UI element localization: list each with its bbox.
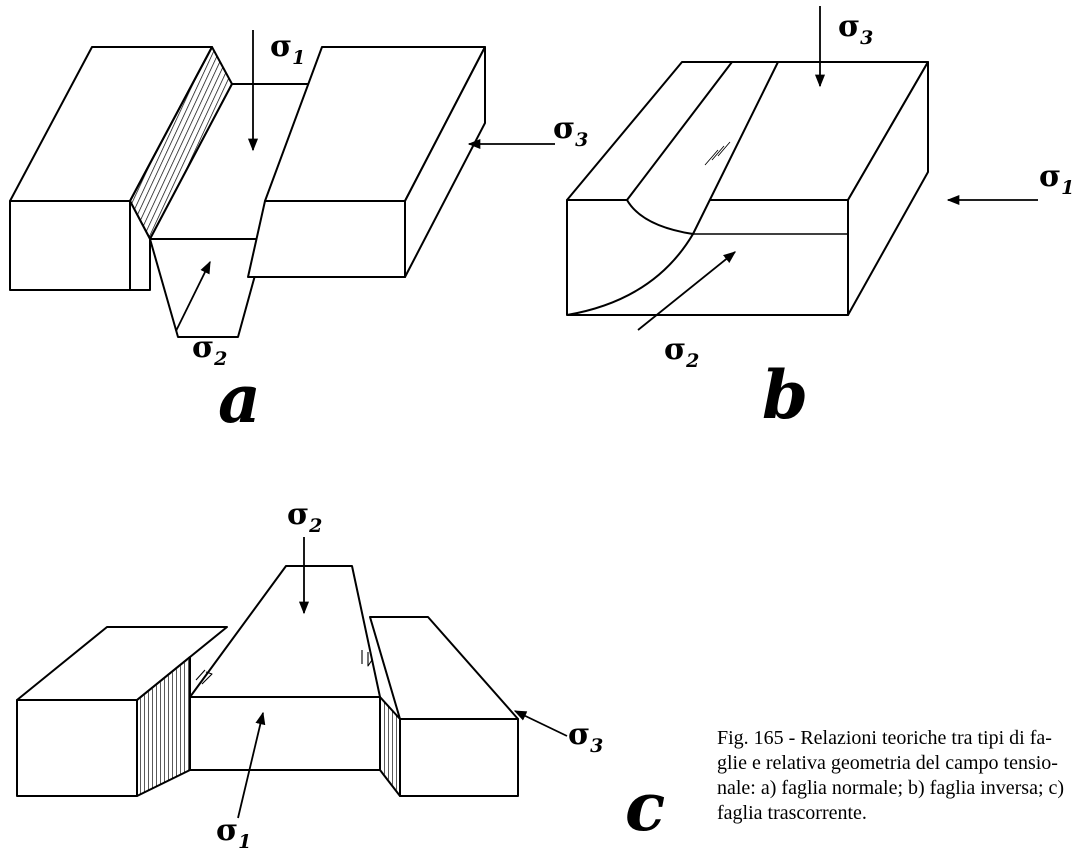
panel-c-sigma3-arrow <box>515 711 567 736</box>
panel-c-right-block-top <box>370 617 518 719</box>
panel-b-sigma1-label: σ1 <box>1039 159 1074 199</box>
figure-caption: Fig. 165 - Relazioni teoriche tra tipi d… <box>717 726 1083 826</box>
panel-c-letter: c <box>625 768 665 846</box>
panel-a-sigma3-label: σ3 <box>553 111 588 151</box>
panel-b-block-diagram <box>567 62 928 315</box>
panel-c-right-block-front <box>400 719 518 796</box>
panel-c-left-block-front <box>17 700 137 796</box>
panel-a-right-block-front <box>248 201 405 277</box>
panel-b-sigma2-label: σ2 <box>664 332 699 372</box>
panel-c-sigma2-label: σ2 <box>287 497 322 537</box>
panel-b-letter: b <box>762 356 808 434</box>
panel-b-block-front <box>567 200 848 315</box>
panel-c-block-diagram <box>17 566 518 796</box>
panel-a-block-diagram <box>10 47 485 337</box>
caption-line: Fig. 165 - Relazioni teoriche tra tipi d… <box>717 726 1083 751</box>
caption-line: nale: a) faglia normale; b) faglia inver… <box>717 776 1083 801</box>
panel-a-graben-front <box>150 239 265 337</box>
panel-b-sigma3-label: σ3 <box>838 9 873 49</box>
caption-line: glie e relativa geometria del campo tens… <box>717 751 1083 776</box>
panel-a-letter: a <box>218 360 261 438</box>
panel-a-left-block-front <box>10 201 130 290</box>
panel-a-sigma1-label: σ1 <box>270 29 305 69</box>
panel-c-sigma3-label: σ3 <box>568 717 603 757</box>
panel-c-central-block-front <box>190 697 380 770</box>
caption-line: faglia trascorrente. <box>717 801 1083 826</box>
panel-c-sigma1-label: σ1 <box>216 813 251 849</box>
